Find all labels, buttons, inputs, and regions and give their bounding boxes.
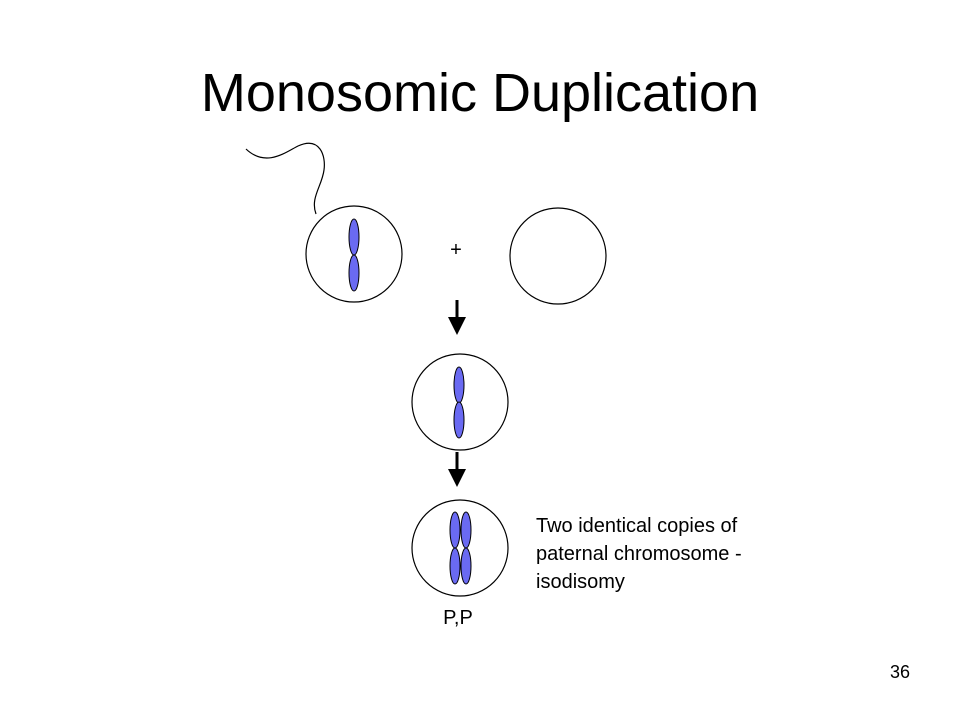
isodisomic-cell bbox=[411, 499, 509, 597]
paternal-chromosome-copy bbox=[460, 511, 472, 549]
paternal-chromosome-copy bbox=[460, 547, 472, 585]
paternal-chromosome bbox=[348, 254, 360, 292]
sperm-cell bbox=[305, 205, 403, 303]
annotation-line: paternal chromosome - bbox=[536, 543, 742, 565]
monosomic-zygote bbox=[411, 353, 509, 451]
paternal-chromosome bbox=[453, 401, 465, 439]
paternal-chromosome bbox=[449, 511, 461, 549]
paternal-chromosome bbox=[453, 366, 465, 404]
slide-number: 36 bbox=[889, 662, 910, 682]
paternal-chromosome bbox=[449, 547, 461, 585]
annotation-line: Two identical copies of bbox=[536, 515, 738, 537]
slide-title: Monosomic Duplication bbox=[200, 63, 760, 123]
isodisomy-annotation: Two identical copies of paternal chromos… bbox=[536, 512, 806, 596]
annotation-line: isodisomy bbox=[536, 571, 625, 593]
sperm-tail bbox=[245, 142, 325, 215]
genotype-label: P,P bbox=[443, 607, 473, 629]
egg-cell bbox=[509, 207, 607, 305]
paternal-chromosome bbox=[348, 218, 360, 256]
plus-sign: + bbox=[450, 239, 462, 261]
